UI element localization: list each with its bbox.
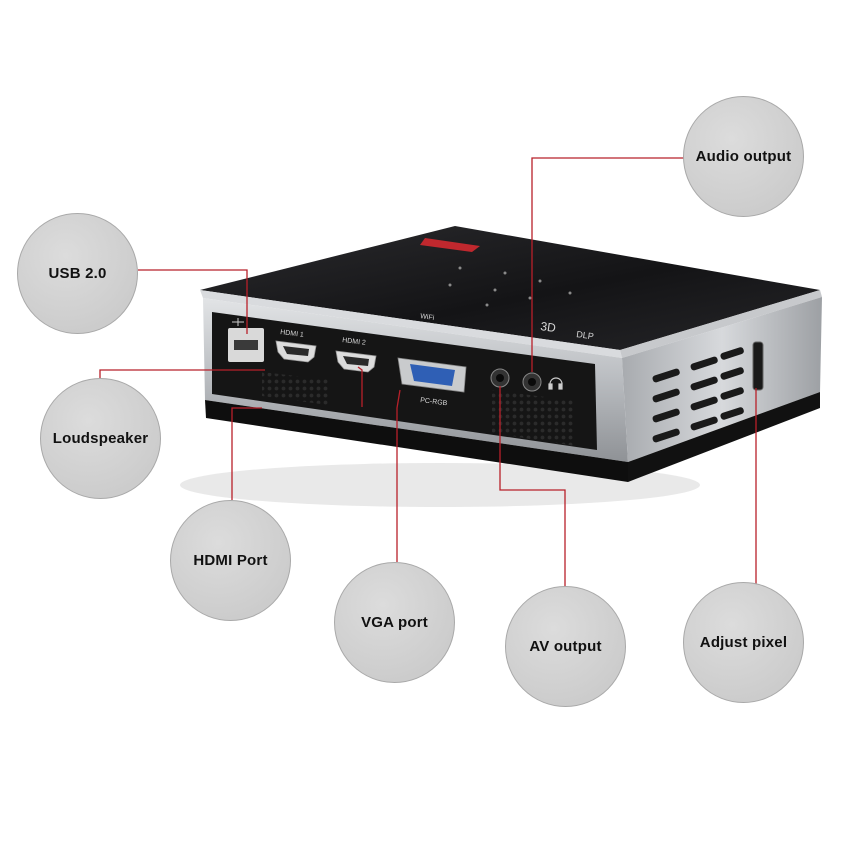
device-right-side <box>622 297 822 462</box>
dlp-marking: DLP <box>576 329 595 341</box>
device-shadow <box>180 463 700 507</box>
speaker-grille-icon <box>262 372 330 405</box>
av-output-label-bubble: AV output <box>505 586 626 707</box>
usb-port-slot <box>234 340 258 350</box>
wifi-marking: WiFi <box>420 313 435 322</box>
usb-label: USB 2.0 <box>48 265 107 282</box>
vga-port-connector <box>410 364 455 386</box>
brand-logo <box>420 238 480 252</box>
leader-usb <box>138 269 248 334</box>
leader-vga <box>396 389 401 562</box>
device-top-rim <box>200 290 622 358</box>
adjust-pixel-label: Adjust pixel <box>699 634 788 651</box>
headphone-icon <box>548 377 563 390</box>
pc-rgb-marking: PC-RGB <box>420 397 448 407</box>
device-base <box>205 400 628 482</box>
vga-port-label: VGA port <box>361 614 428 631</box>
hdmi-port-label-bubble: HDMI Port <box>170 500 291 621</box>
top-buttons <box>448 266 572 307</box>
hdmi2-marking: HDMI 2 <box>342 337 367 347</box>
hdmi-2-slot <box>343 356 369 366</box>
adjust-pixel-label-bubble: Adjust pixel <box>683 582 804 703</box>
leader-lines <box>99 157 757 590</box>
usb-label-bubble: USB 2.0 <box>17 213 138 334</box>
usb-icon <box>232 318 244 326</box>
audio-output-label-bubble: Audio output <box>683 96 804 217</box>
leader-hdmi-2 <box>357 366 363 407</box>
loudspeaker-label-bubble: Loudspeaker <box>40 378 161 499</box>
device-top-surface <box>200 226 820 350</box>
leader-av <box>499 386 566 590</box>
device-right-base <box>628 392 820 482</box>
vga-port-label-bubble: VGA port <box>334 562 455 683</box>
audio-output-label: Audio output <box>695 148 792 165</box>
leader-loudspeaker <box>99 369 265 378</box>
av-output-label: AV output <box>529 638 602 655</box>
leader-audio <box>531 157 686 372</box>
loudspeaker-label: Loudspeaker <box>52 430 149 447</box>
3d-marking: 3D <box>540 319 557 335</box>
device-top-rim-side <box>620 290 822 358</box>
hdmi-port-label: HDMI Port <box>193 552 268 569</box>
leader-hdmi <box>231 407 262 500</box>
speaker-grille-icon-right <box>492 390 575 446</box>
hdmi-1-slot <box>283 346 309 356</box>
hdmi1-marking: HDMI 1 <box>280 329 305 339</box>
av-jack-hole <box>496 374 504 382</box>
audio-jack-hole <box>528 378 536 386</box>
vent-grille-icon <box>652 347 744 443</box>
focus-adjust-wheel <box>752 341 764 391</box>
